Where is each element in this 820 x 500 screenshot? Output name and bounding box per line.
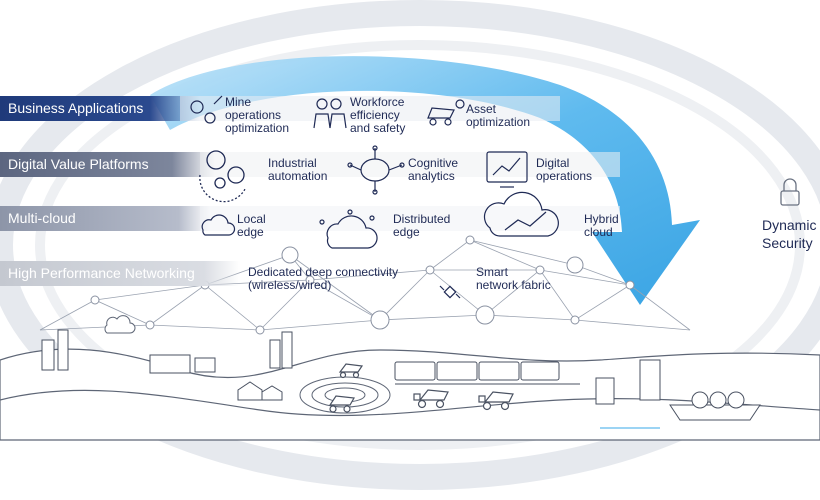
industrial-gears-icon [199, 150, 246, 203]
lock-icon [780, 178, 800, 206]
band-cloud-bg [0, 206, 210, 231]
label-mine-operations: Mine operations optimization [225, 95, 290, 135]
cycle-arrow [150, 56, 700, 306]
layer-multi-cloud: Multi-cloud [0, 206, 210, 231]
layer-label: Business Applications [8, 100, 144, 116]
layer-label: Digital Value Platforms [8, 156, 149, 172]
layer-business-applications: Business Applications [0, 96, 200, 121]
layer-label: High Performance Networking [8, 265, 195, 281]
small-cloud-icon [104, 315, 136, 334]
hybrid-cloud-icon [483, 191, 559, 237]
label-hybrid-cloud: Hybrid cloud [584, 212, 619, 239]
train-icon [394, 361, 580, 385]
haul-truck-icons [328, 363, 514, 413]
building-icons [595, 359, 761, 429]
gears-tool-icon [190, 95, 223, 124]
label-cognitive-analytics: Cognitive analytics [408, 156, 459, 183]
band-network-bg [0, 261, 240, 286]
layer-high-performance-networking: High Performance Networking [0, 261, 240, 286]
label-distributed-edge: Distributed edge [393, 212, 451, 239]
label-asset-optimization: Asset optimization [466, 102, 531, 129]
asset-truck-icon [427, 99, 465, 126]
label-digital-operations: Digital operations [536, 156, 593, 183]
layer-digital-value-platforms: Digital Value Platforms [0, 152, 215, 177]
label-smart-network-fabric: Smart network fabric [476, 265, 551, 292]
factory-icons [41, 329, 293, 401]
distributed-edge-cloud-icon [319, 209, 378, 249]
local-edge-cloud-icon [201, 214, 236, 236]
label-dedicated-connectivity: Dedicated deep connectivity (wireless/wi… [248, 265, 399, 292]
layer-label: Multi-cloud [8, 210, 76, 226]
brain-network-icon [347, 145, 405, 195]
monitor-chart-icon [486, 151, 528, 188]
label-workforce-efficiency: Workforce efficiency and safety [350, 95, 406, 135]
workers-icon [313, 98, 347, 129]
satellite-icon [439, 285, 461, 299]
label-industrial-automation: Industrial automation [268, 156, 328, 183]
dynamic-security-label: Dynamic Security [762, 217, 817, 251]
label-local-edge: Local edge [237, 212, 266, 239]
network-nodes [90, 235, 635, 335]
band-business-bg [0, 96, 200, 121]
band-platforms-bg [0, 152, 215, 177]
